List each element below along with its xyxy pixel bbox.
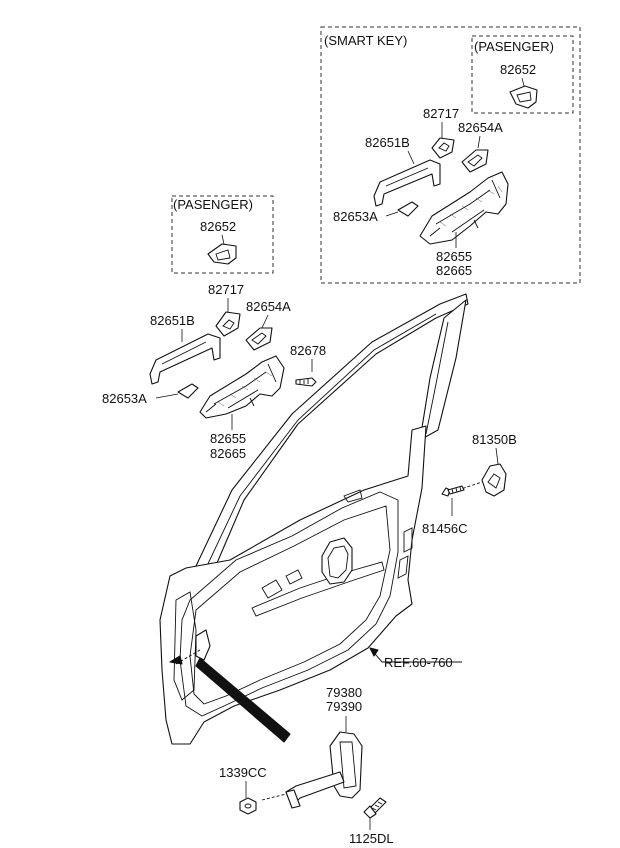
label-82678: 82678 — [290, 343, 326, 358]
leader-82651B-smart — [407, 150, 415, 165]
label-1339CC: 1339CC — [219, 765, 267, 780]
smart-key-passenger-box — [471, 35, 574, 114]
outside-handle-part — [149, 333, 221, 385]
label-82651B-smart: 82651B — [365, 135, 410, 150]
leader-82654A-smart — [477, 135, 481, 149]
handle-bracket-part — [199, 355, 285, 419]
label-79390: 79390 — [326, 699, 362, 714]
normal-passenger-box — [171, 195, 274, 274]
label-1125DL: 1125DL — [349, 831, 394, 846]
normal-passenger-label: (PASENGER) — [173, 197, 253, 212]
escutcheon-part — [215, 311, 241, 337]
gasket-part — [245, 327, 273, 351]
label-82653A-smart: 82653A — [333, 209, 378, 224]
smart-key-box-label: (SMART KEY) — [324, 33, 407, 48]
passenger-cap-normal-part — [207, 243, 237, 265]
label-81456C: 81456C — [422, 521, 468, 536]
label-79380: 79380 — [326, 685, 362, 700]
label-82655: 82655 — [210, 431, 246, 446]
passenger-cap-smart-part — [509, 85, 538, 109]
nut-1339CC-part — [239, 797, 257, 815]
cap-smart-part — [397, 201, 419, 217]
leader-82652-smart — [521, 77, 525, 87]
label-82653A: 82653A — [102, 391, 147, 406]
leader-82653A-smart — [385, 211, 399, 217]
label-82651B: 82651B — [150, 313, 195, 328]
label-82717-smart: 82717 — [423, 106, 459, 121]
smart-key-passenger-label: (PASENGER) — [474, 39, 554, 54]
label-82654A-smart: 82654A — [458, 120, 503, 135]
label-82717: 82717 — [208, 282, 244, 297]
gasket-smart-part — [461, 149, 489, 173]
leader-82653A — [155, 393, 179, 399]
ref-label: REF.60-760 — [384, 655, 453, 670]
leader-82652-normal — [221, 234, 225, 245]
label-82665: 82665 — [210, 446, 246, 461]
wire-harness-band — [195, 657, 291, 743]
striker-part — [481, 463, 507, 497]
label-82652-smart: 82652 — [500, 62, 536, 77]
label-82654A: 82654A — [246, 299, 291, 314]
outside-handle-smart-part — [373, 159, 441, 207]
screw-82678-part — [295, 377, 317, 387]
door-panel-part — [159, 293, 469, 745]
leader-82654A — [261, 314, 269, 329]
leader-81350B — [495, 447, 499, 465]
label-82655-smart: 82655 — [436, 249, 472, 264]
label-82665-smart: 82665 — [436, 263, 472, 278]
escutcheon-smart-part — [431, 137, 455, 159]
cap-part — [177, 383, 199, 399]
label-81350B: 81350B — [472, 432, 517, 447]
smart-key-group-box — [320, 26, 581, 284]
label-82652-normal: 82652 — [200, 219, 236, 234]
